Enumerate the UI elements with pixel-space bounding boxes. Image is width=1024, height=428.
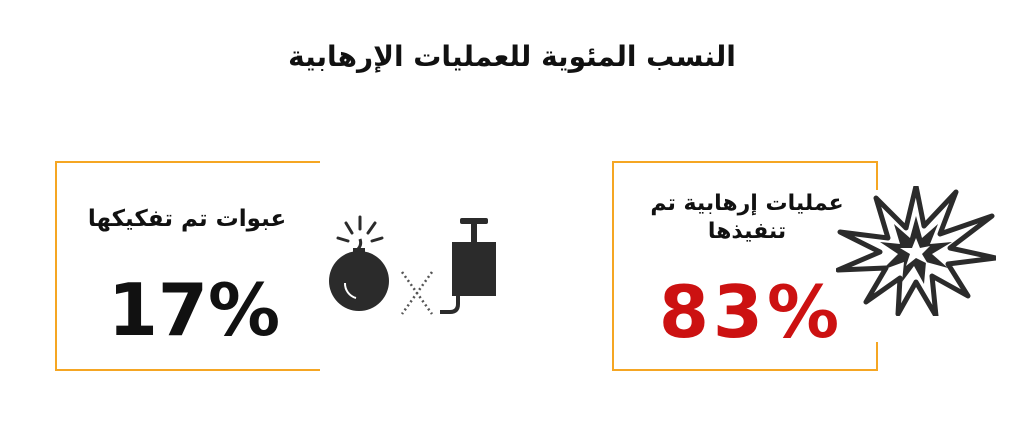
thwarted-value: 17% bbox=[107, 268, 281, 352]
thwarted-stat-card: عبوات تم تفكيكها 17% bbox=[54, 160, 320, 372]
thwarted-label: عبوات تم تفكيكها bbox=[87, 206, 287, 232]
detonator-icon bbox=[440, 218, 496, 314]
executed-label: عمليات إرهابية تم تنفيذها bbox=[650, 191, 844, 244]
cross-icon bbox=[400, 271, 434, 315]
card-frame bbox=[55, 161, 320, 371]
explosion-icon bbox=[836, 186, 996, 316]
card-frame bbox=[612, 161, 878, 371]
bomb-icon bbox=[329, 215, 389, 311]
executed-stat-card: عمليات إرهابية تم تنفيذها 83% bbox=[611, 160, 879, 372]
executed-value: 83% bbox=[658, 270, 844, 354]
page-title: النسب المئوية للعمليات الإرهابية bbox=[288, 40, 736, 73]
